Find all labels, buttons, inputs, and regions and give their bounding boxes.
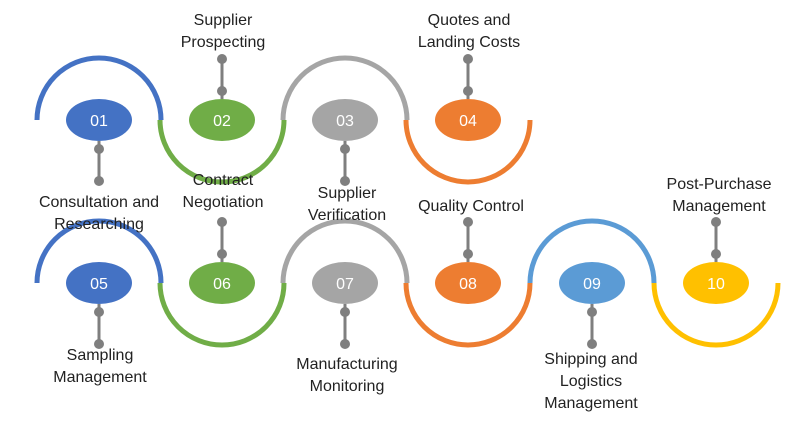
connector-layer	[94, 54, 721, 349]
connector-dot-inner-10	[711, 249, 721, 259]
step-label-10: Post-Purchase Management	[666, 176, 772, 215]
arc-03	[280, 55, 410, 121]
step-number-03: 03	[336, 113, 354, 130]
connector-dot-outer-10	[711, 217, 721, 227]
step-number-01: 01	[90, 113, 108, 130]
step-label-06: Contract Negotiation	[182, 172, 264, 211]
connector-dot-inner-08	[463, 249, 473, 259]
step-number-05: 05	[90, 276, 108, 293]
connector-dot-outer-06	[217, 217, 227, 227]
arc-02	[157, 119, 287, 185]
connector-dot-inner-06	[217, 249, 227, 259]
step-node-10	[683, 262, 749, 304]
step-number-08: 08	[459, 276, 477, 293]
connector-dot-outer-08	[463, 217, 473, 227]
step-number-06: 06	[213, 276, 231, 293]
connector-dot-inner-01	[94, 144, 104, 154]
connector-dot-outer-02	[217, 54, 227, 64]
step-node-06	[189, 262, 255, 304]
step-node-04	[435, 99, 501, 141]
step-label-09: Shipping and Logistics Management	[544, 351, 638, 412]
node-layer: 01 02 03 04 05 06 07 08 09 10	[66, 99, 749, 304]
arc-10	[651, 282, 781, 348]
arc-04	[403, 119, 533, 185]
arc-05	[34, 218, 164, 284]
arc-07	[280, 218, 410, 284]
step-label-03: Supplier Verification	[307, 185, 387, 224]
arc-09	[527, 218, 657, 284]
connector-dot-outer-03	[340, 176, 350, 186]
step-node-05	[66, 262, 132, 304]
connector-dot-outer-07	[340, 339, 350, 349]
connector-dot-outer-05	[94, 339, 104, 349]
step-label-05: Sampling Management	[53, 347, 147, 386]
connector-dot-inner-09	[587, 307, 597, 317]
step-node-08	[435, 262, 501, 304]
step-number-04: 04	[459, 113, 477, 130]
step-number-07: 07	[336, 276, 354, 293]
step-node-02	[189, 99, 255, 141]
connector-dot-inner-02	[217, 86, 227, 96]
connector-dot-outer-01	[94, 176, 104, 186]
arc-06	[157, 282, 287, 348]
connector-dot-inner-04	[463, 86, 473, 96]
step-node-07	[312, 262, 378, 304]
connector-dot-inner-05	[94, 307, 104, 317]
step-label-02: Supplier Prospecting	[180, 12, 266, 51]
arc-08	[403, 282, 533, 348]
step-label-04: Quotes and Landing Costs	[417, 12, 521, 51]
step-number-09: 09	[583, 276, 601, 293]
step-node-09	[559, 262, 625, 304]
connector-dot-outer-04	[463, 54, 473, 64]
arc-layer	[34, 55, 781, 348]
connector-dot-outer-09	[587, 339, 597, 349]
step-node-03	[312, 99, 378, 141]
connector-dot-inner-07	[340, 307, 350, 317]
step-label-07: Manufacturing Monitoring	[296, 356, 398, 395]
arc-01	[34, 55, 164, 121]
step-label-01: Consultation and Researching	[38, 194, 160, 233]
step-number-02: 02	[213, 113, 231, 130]
step-number-10: 10	[707, 276, 725, 293]
connector-dot-inner-03	[340, 144, 350, 154]
step-label-08: Quality Control	[418, 198, 524, 215]
step-node-01	[66, 99, 132, 141]
